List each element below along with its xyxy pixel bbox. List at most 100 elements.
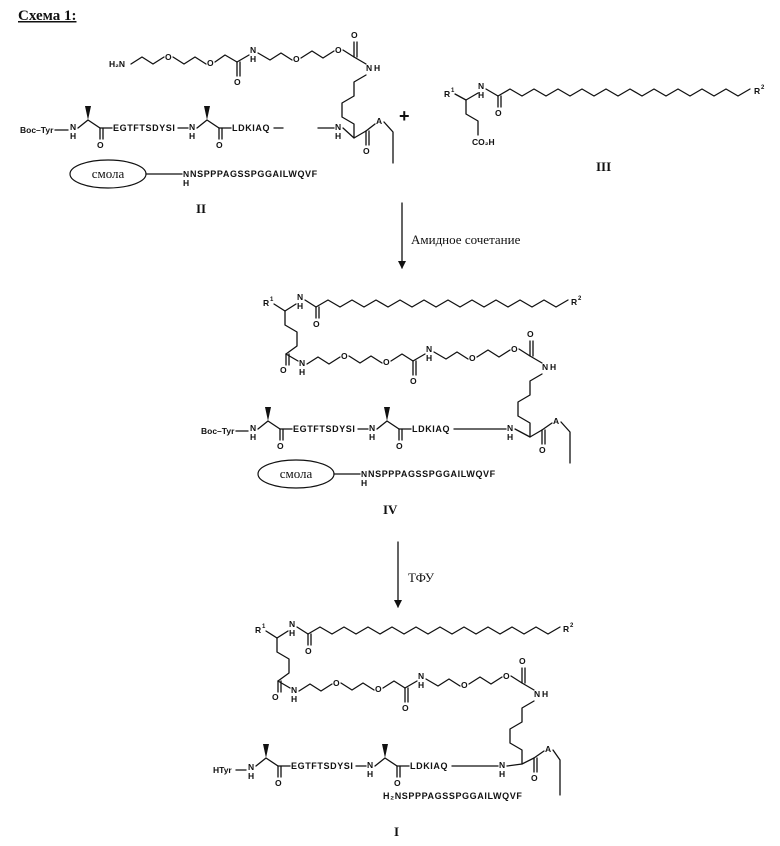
- svg-text:O: O: [97, 140, 104, 150]
- label-III: III: [596, 159, 611, 174]
- svg-text:O: O: [394, 778, 401, 788]
- svg-text:O: O: [383, 357, 390, 367]
- svg-text:O: O: [539, 445, 546, 455]
- svg-text:R: R: [563, 624, 569, 634]
- svg-text:Boc–Tyr: Boc–Tyr: [201, 426, 235, 436]
- svg-text:O: O: [216, 140, 223, 150]
- svg-text:R: R: [444, 89, 450, 99]
- arrow-tfa: ТФУ: [398, 542, 435, 607]
- peg-linker: H₂N O O O N H O O O N H: [109, 30, 380, 87]
- svg-text:1: 1: [262, 624, 266, 630]
- svg-text:O: O: [469, 353, 476, 363]
- svg-text:O: O: [272, 692, 279, 702]
- svg-text:H: H: [426, 353, 432, 363]
- svg-text:O: O: [305, 646, 312, 656]
- svg-text:LDKIAQ: LDKIAQ: [412, 424, 450, 434]
- svg-text:O: O: [335, 45, 342, 55]
- svg-text:O: O: [495, 108, 502, 118]
- svg-text:H: H: [248, 771, 254, 781]
- svg-text:O: O: [341, 351, 348, 361]
- svg-text:H: H: [250, 432, 256, 442]
- svg-text:A: A: [545, 744, 551, 754]
- svg-text:H: H: [297, 301, 303, 311]
- svg-text:O: O: [531, 773, 538, 783]
- svg-text:H: H: [291, 694, 297, 704]
- resin-label: смола: [92, 166, 125, 181]
- svg-text:O: O: [351, 30, 358, 40]
- svg-text:O: O: [396, 441, 403, 451]
- svg-text:O: O: [293, 54, 300, 64]
- svg-text:H: H: [70, 131, 76, 141]
- svg-text:H: H: [361, 478, 367, 488]
- svg-text:N: N: [534, 689, 540, 699]
- sequence-resin-chain: NSPPPAGSSPGGAILWQVF: [190, 169, 318, 179]
- svg-text:2: 2: [761, 85, 765, 91]
- compound-III: R 1 N H O R 2 CO₂H III: [444, 81, 765, 174]
- svg-text:R: R: [571, 297, 577, 307]
- svg-text:2: 2: [578, 296, 582, 302]
- svg-text:O: O: [207, 58, 214, 68]
- svg-text:H: H: [478, 90, 484, 100]
- svg-text:A: A: [553, 416, 559, 426]
- svg-text:H: H: [542, 689, 548, 699]
- label-II: II: [196, 201, 206, 216]
- svg-text:O: O: [234, 77, 241, 87]
- svg-text:O: O: [519, 656, 526, 666]
- svg-text:R: R: [255, 625, 261, 635]
- svg-text:EGTFTSDYSI: EGTFTSDYSI: [291, 761, 354, 771]
- svg-text:1: 1: [451, 88, 455, 94]
- step-tfa: ТФУ: [408, 570, 435, 585]
- svg-text:смола: смола: [280, 466, 313, 481]
- compound-II: H₂N O O O N H O O O N H Boc–Tyr: [20, 30, 393, 216]
- svg-text:LDKIAQ: LDKIAQ: [410, 761, 448, 771]
- svg-text:O: O: [402, 703, 409, 713]
- svg-text:NSPPPAGSSPGGAILWQVF: NSPPPAGSSPGGAILWQVF: [368, 469, 496, 479]
- svg-text:H: H: [367, 769, 373, 779]
- svg-text:H₂N: H₂N: [109, 59, 125, 69]
- scheme-title: Схема 1:: [18, 8, 76, 24]
- svg-text:H: H: [369, 432, 375, 442]
- sequence-free-chain: H₂NSPPPAGSSPGGAILWQVF: [383, 791, 522, 801]
- svg-text:N: N: [366, 63, 372, 73]
- plus-sign: +: [399, 106, 410, 126]
- svg-text:O: O: [275, 778, 282, 788]
- svg-text:H: H: [550, 362, 556, 372]
- svg-text:O: O: [363, 146, 370, 156]
- svg-text:H: H: [374, 63, 380, 73]
- step-amide-coupling: Амидное сочетание: [411, 232, 521, 247]
- svg-text:O: O: [511, 344, 518, 354]
- svg-text:1: 1: [270, 297, 274, 303]
- svg-text:H: H: [189, 131, 195, 141]
- svg-text:EGTFTSDYSI: EGTFTSDYSI: [293, 424, 356, 434]
- svg-text:O: O: [527, 329, 534, 339]
- svg-text:O: O: [277, 441, 284, 451]
- svg-text:O: O: [375, 684, 382, 694]
- svg-text:H: H: [507, 432, 513, 442]
- svg-text:R: R: [754, 86, 760, 96]
- compound-IV: R 1 N H O R 2 O N H O O O N H O O: [201, 292, 582, 517]
- svg-text:O: O: [280, 365, 287, 375]
- label-I: I: [394, 824, 399, 839]
- arrow-amide-coupling: Амидное сочетание: [402, 203, 521, 268]
- svg-text:O: O: [503, 671, 510, 681]
- svg-text:O: O: [461, 680, 468, 690]
- svg-text:HTyr: HTyr: [213, 765, 232, 775]
- svg-text:H: H: [299, 367, 305, 377]
- svg-text:O: O: [410, 376, 417, 386]
- svg-text:A: A: [376, 116, 382, 126]
- svg-text:H: H: [335, 131, 341, 141]
- svg-text:2: 2: [570, 623, 574, 629]
- svg-text:O: O: [165, 52, 172, 62]
- svg-text:O: O: [333, 678, 340, 688]
- svg-text:H: H: [499, 769, 505, 779]
- svg-text:N: N: [542, 362, 548, 372]
- svg-text:H: H: [418, 680, 424, 690]
- svg-text:O: O: [313, 319, 320, 329]
- svg-text:Boc–Tyr: Boc–Tyr: [20, 125, 54, 135]
- svg-text:CO₂H: CO₂H: [472, 137, 495, 147]
- label-IV: IV: [383, 502, 398, 517]
- svg-text:H: H: [250, 54, 256, 64]
- svg-text:H: H: [183, 178, 189, 188]
- svg-text:H: H: [289, 628, 295, 638]
